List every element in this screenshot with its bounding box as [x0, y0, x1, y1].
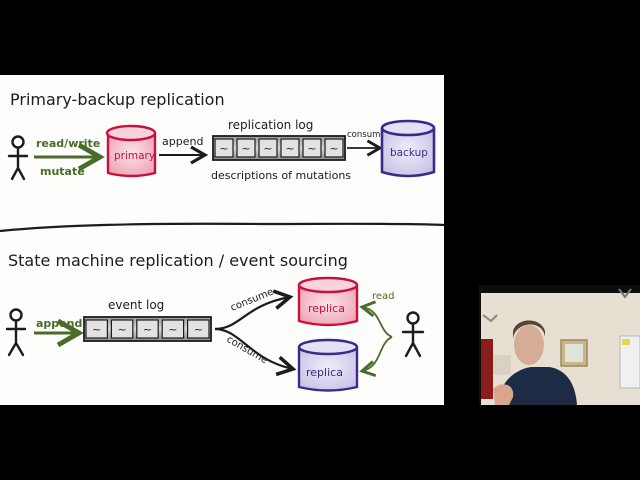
mutate-label: mutate: [40, 165, 85, 178]
consume-arrow-top: [214, 289, 294, 331]
replication-log-cell: [302, 138, 322, 158]
consume-label-top: consume: [229, 287, 275, 314]
primary-label: primary: [114, 150, 155, 162]
replica-bottom-label: replica: [306, 366, 343, 379]
replication-log: ~ ~ ~ ~ ~ ~: [212, 135, 346, 161]
slide: Primary-backup replication read/write mu…: [0, 75, 444, 405]
webcam-video: [479, 285, 640, 405]
section2-title: State machine replication / event sourci…: [8, 251, 348, 270]
writer-figure-icon: [5, 308, 27, 357]
read-arrow-bottom: [359, 336, 393, 377]
presenter-video-feed: [479, 285, 640, 405]
event-log-entry: ~: [117, 323, 126, 336]
replication-log-entry: ~: [307, 142, 316, 155]
replication-log-cell: [214, 138, 234, 158]
backup-label: backup: [390, 147, 428, 159]
reader-figure-icon: [401, 311, 425, 358]
event-log-entry: ~: [194, 323, 203, 336]
event-log-cell: [85, 319, 108, 339]
replication-log-cell: [236, 138, 256, 158]
read-arrow-top: [359, 300, 393, 338]
replication-log-title: replication log: [228, 118, 313, 132]
event-log-cell: [136, 319, 159, 339]
event-log-entry: ~: [92, 323, 101, 336]
event-log-entry: ~: [143, 323, 152, 336]
section-divider: [0, 222, 444, 233]
replication-log-cell: [258, 138, 278, 158]
consume-label-bottom: consume: [225, 334, 270, 366]
append-label-2: append: [36, 317, 82, 330]
replication-log-caption: descriptions of mutations: [211, 169, 351, 182]
replica-bottom-database-icon: [297, 338, 359, 392]
append-label-1: append: [162, 135, 203, 148]
replication-log-entry: ~: [263, 142, 272, 155]
backup-database-icon: [380, 119, 436, 178]
consume-arrow-bottom: [214, 327, 297, 377]
event-log: ~ ~ ~ ~ ~: [83, 316, 212, 342]
event-log-cell: [187, 319, 210, 339]
replica-top-label: replica: [308, 302, 345, 315]
slide-drawing: Primary-backup replication read/write mu…: [0, 90, 444, 392]
replica-top-database-icon: [297, 276, 359, 327]
replication-log-cell: [324, 138, 344, 158]
primary-database-icon: [105, 124, 157, 178]
event-log-entry: ~: [168, 323, 177, 336]
replication-log-cell: [280, 138, 300, 158]
user-figure-icon: [7, 135, 29, 181]
replication-log-entry: ~: [285, 142, 294, 155]
replication-log-entry: ~: [219, 142, 228, 155]
replication-log-entry: ~: [329, 142, 338, 155]
read-write-label: read/write: [36, 137, 100, 150]
read-label: read: [372, 291, 395, 302]
event-log-title: event log: [108, 298, 164, 312]
consume-label-1: consume: [347, 130, 386, 140]
event-log-cell: [161, 319, 185, 339]
event-log-cell: [110, 319, 134, 339]
section1-title: Primary-backup replication: [10, 90, 225, 109]
replication-log-entry: ~: [241, 142, 250, 155]
